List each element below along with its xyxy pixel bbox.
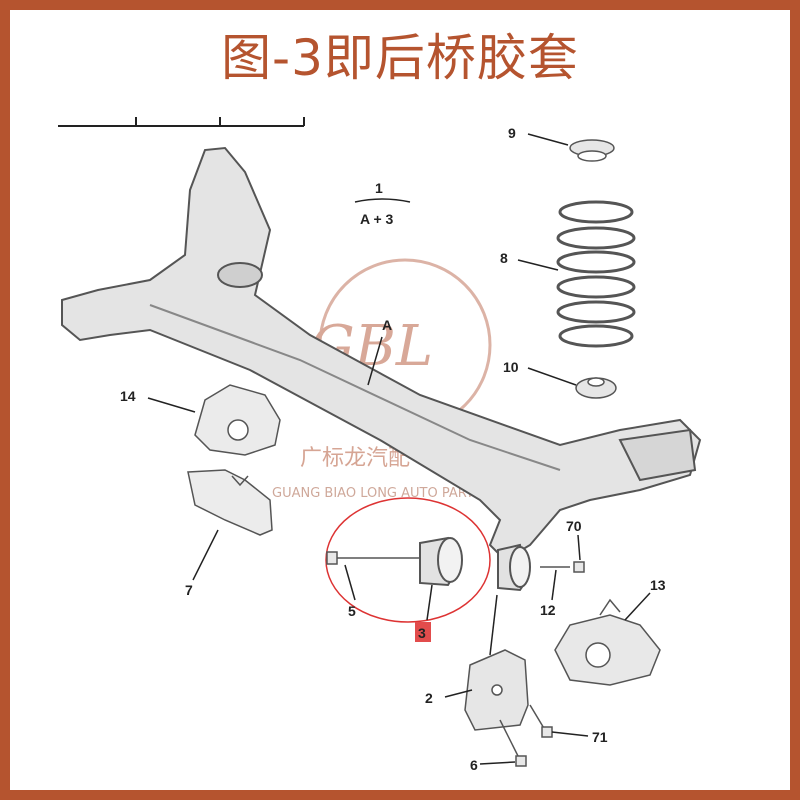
leader-lines	[147, 133, 651, 765]
part-2-bracket	[464, 649, 529, 731]
callout-70: 70	[566, 518, 582, 534]
callout-A: A	[382, 317, 392, 333]
part-9-seat	[569, 139, 615, 162]
callout-12: 12	[540, 602, 556, 618]
callout-3-highlight	[415, 622, 431, 642]
callout-9: 9	[508, 125, 516, 141]
page-title: 图-3即后桥胶套	[221, 29, 579, 87]
highlight-circle	[325, 497, 491, 623]
callout-2: 2	[425, 690, 433, 706]
group-label: 1 A + 3	[354, 180, 411, 227]
watermark-english: GUANG BIAO LONG AUTO PARTS	[272, 486, 482, 501]
callout-71: 71	[592, 729, 608, 745]
callout-14: 14	[120, 388, 136, 404]
callout-7: 7	[185, 582, 193, 598]
part-7-bracket	[187, 469, 273, 536]
callout-10: 10	[503, 359, 519, 375]
part-8-spring	[556, 200, 636, 348]
part-70-nut	[573, 561, 585, 573]
callout-8: 8	[500, 250, 508, 266]
axle-beam	[61, 146, 702, 562]
group-label-sub: A + 3	[360, 211, 394, 227]
scale-ruler	[58, 117, 305, 127]
part-6-bolt	[499, 719, 527, 767]
watermark-chinese: 广标龙汽配	[300, 446, 410, 471]
part-10-seat	[575, 377, 617, 399]
group-label-brace	[354, 198, 411, 203]
callout-6: 6	[470, 757, 478, 773]
beam-end-bushing	[497, 543, 531, 592]
part-3-bushing	[419, 536, 463, 587]
part-5-bolt	[326, 551, 420, 565]
part-71-bolt	[529, 704, 553, 738]
callout-13: 13	[650, 577, 666, 593]
callout-labels: 9 8 10 14 7 5 3 2 6 71 12 70 13 A	[120, 125, 666, 773]
part-13-plate	[554, 598, 661, 686]
callout-3: 3	[418, 625, 426, 641]
part-14-bracket	[194, 384, 281, 456]
callout-5: 5	[348, 603, 356, 619]
group-label-number: 1	[375, 180, 383, 196]
